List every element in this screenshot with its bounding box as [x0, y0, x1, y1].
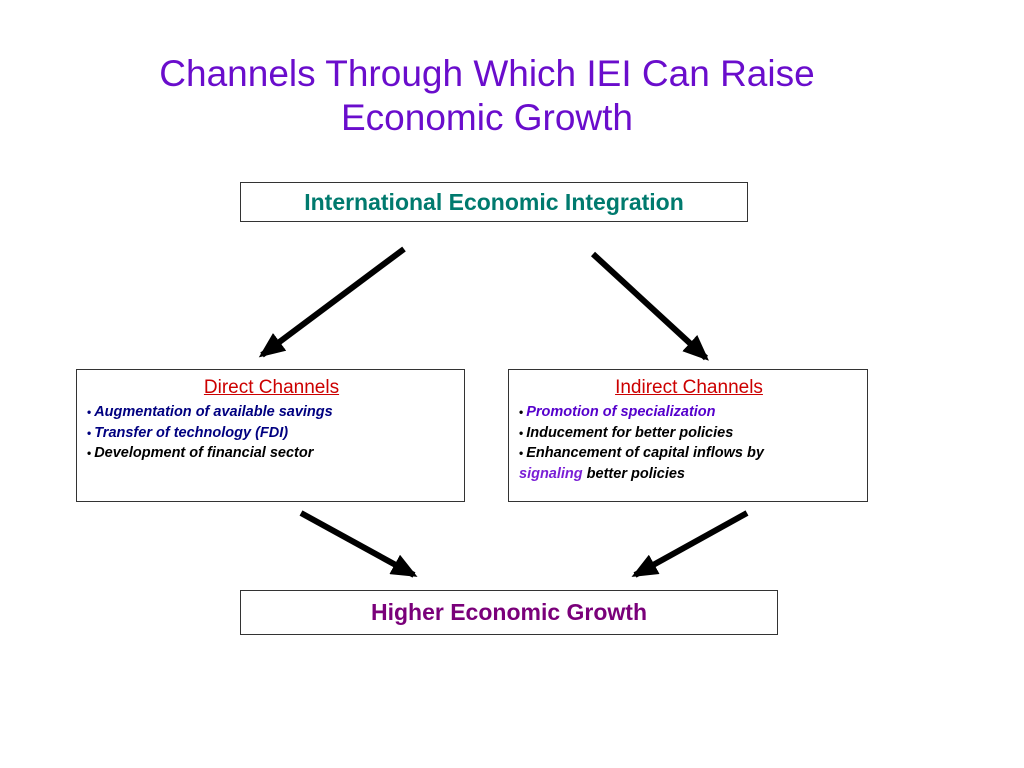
- list-item: •Promotion of specialization: [519, 402, 859, 423]
- list-item: •Transfer of technology (FDI): [87, 423, 456, 444]
- bullet-icon: •: [87, 446, 92, 460]
- list-item: signaling better policies: [519, 464, 859, 485]
- list-item: •Augmentation of available savings: [87, 402, 456, 423]
- signaling-rest-text: better policies: [582, 465, 685, 482]
- bullet-icon: •: [519, 405, 524, 419]
- bullet-icon: •: [87, 425, 92, 440]
- direct-channels-heading: Direct Channels: [203, 377, 340, 398]
- list-item-text: Promotion of specialization: [526, 404, 716, 420]
- signaling-word: signaling: [519, 465, 583, 482]
- direct-channels-list: •Augmentation of available savings •Tran…: [87, 402, 456, 464]
- list-item-text: Transfer of technology (FDI): [94, 424, 289, 441]
- arrow-to-direct-channels: [258, 246, 406, 358]
- arrow-direct-to-growth: [299, 510, 418, 578]
- list-item-text: Inducement for better policies: [526, 424, 734, 441]
- international-economic-integration-label: International Economic Integration: [304, 188, 684, 215]
- indirect-channels-box: Indirect Channels •Promotion of speciali…: [508, 369, 868, 502]
- higher-economic-growth-label: Higher Economic Growth: [370, 599, 648, 625]
- list-item: •Enhancement of capital inflows by: [519, 443, 859, 464]
- slide-title-text: Channels Through Which IEI Can Raise Eco…: [159, 53, 815, 138]
- bullet-icon: •: [519, 446, 524, 460]
- slide-title: Channels Through Which IEI Can Raise Eco…: [0, 52, 974, 140]
- list-item-text: Development of financial sector: [94, 445, 314, 461]
- list-item: •Inducement for better policies: [519, 423, 859, 444]
- indirect-channels-heading: Indirect Channels: [615, 377, 763, 398]
- direct-channels-box: Direct Channels •Augmentation of availab…: [76, 369, 465, 502]
- bullet-icon: •: [87, 405, 92, 419]
- list-item-text: Enhancement of capital inflows by: [526, 445, 764, 461]
- bullet-icon: •: [519, 425, 524, 440]
- arrow-indirect-to-growth: [631, 510, 749, 578]
- international-economic-integration-box: International Economic Integration: [240, 182, 748, 222]
- list-item-text: Augmentation of available savings: [94, 404, 333, 420]
- higher-economic-growth-box: Higher Economic Growth: [240, 590, 778, 635]
- indirect-channels-list: •Promotion of specialization •Inducement…: [519, 402, 859, 484]
- list-item: •Development of financial sector: [87, 443, 456, 464]
- arrow-to-indirect-channels: [590, 251, 709, 361]
